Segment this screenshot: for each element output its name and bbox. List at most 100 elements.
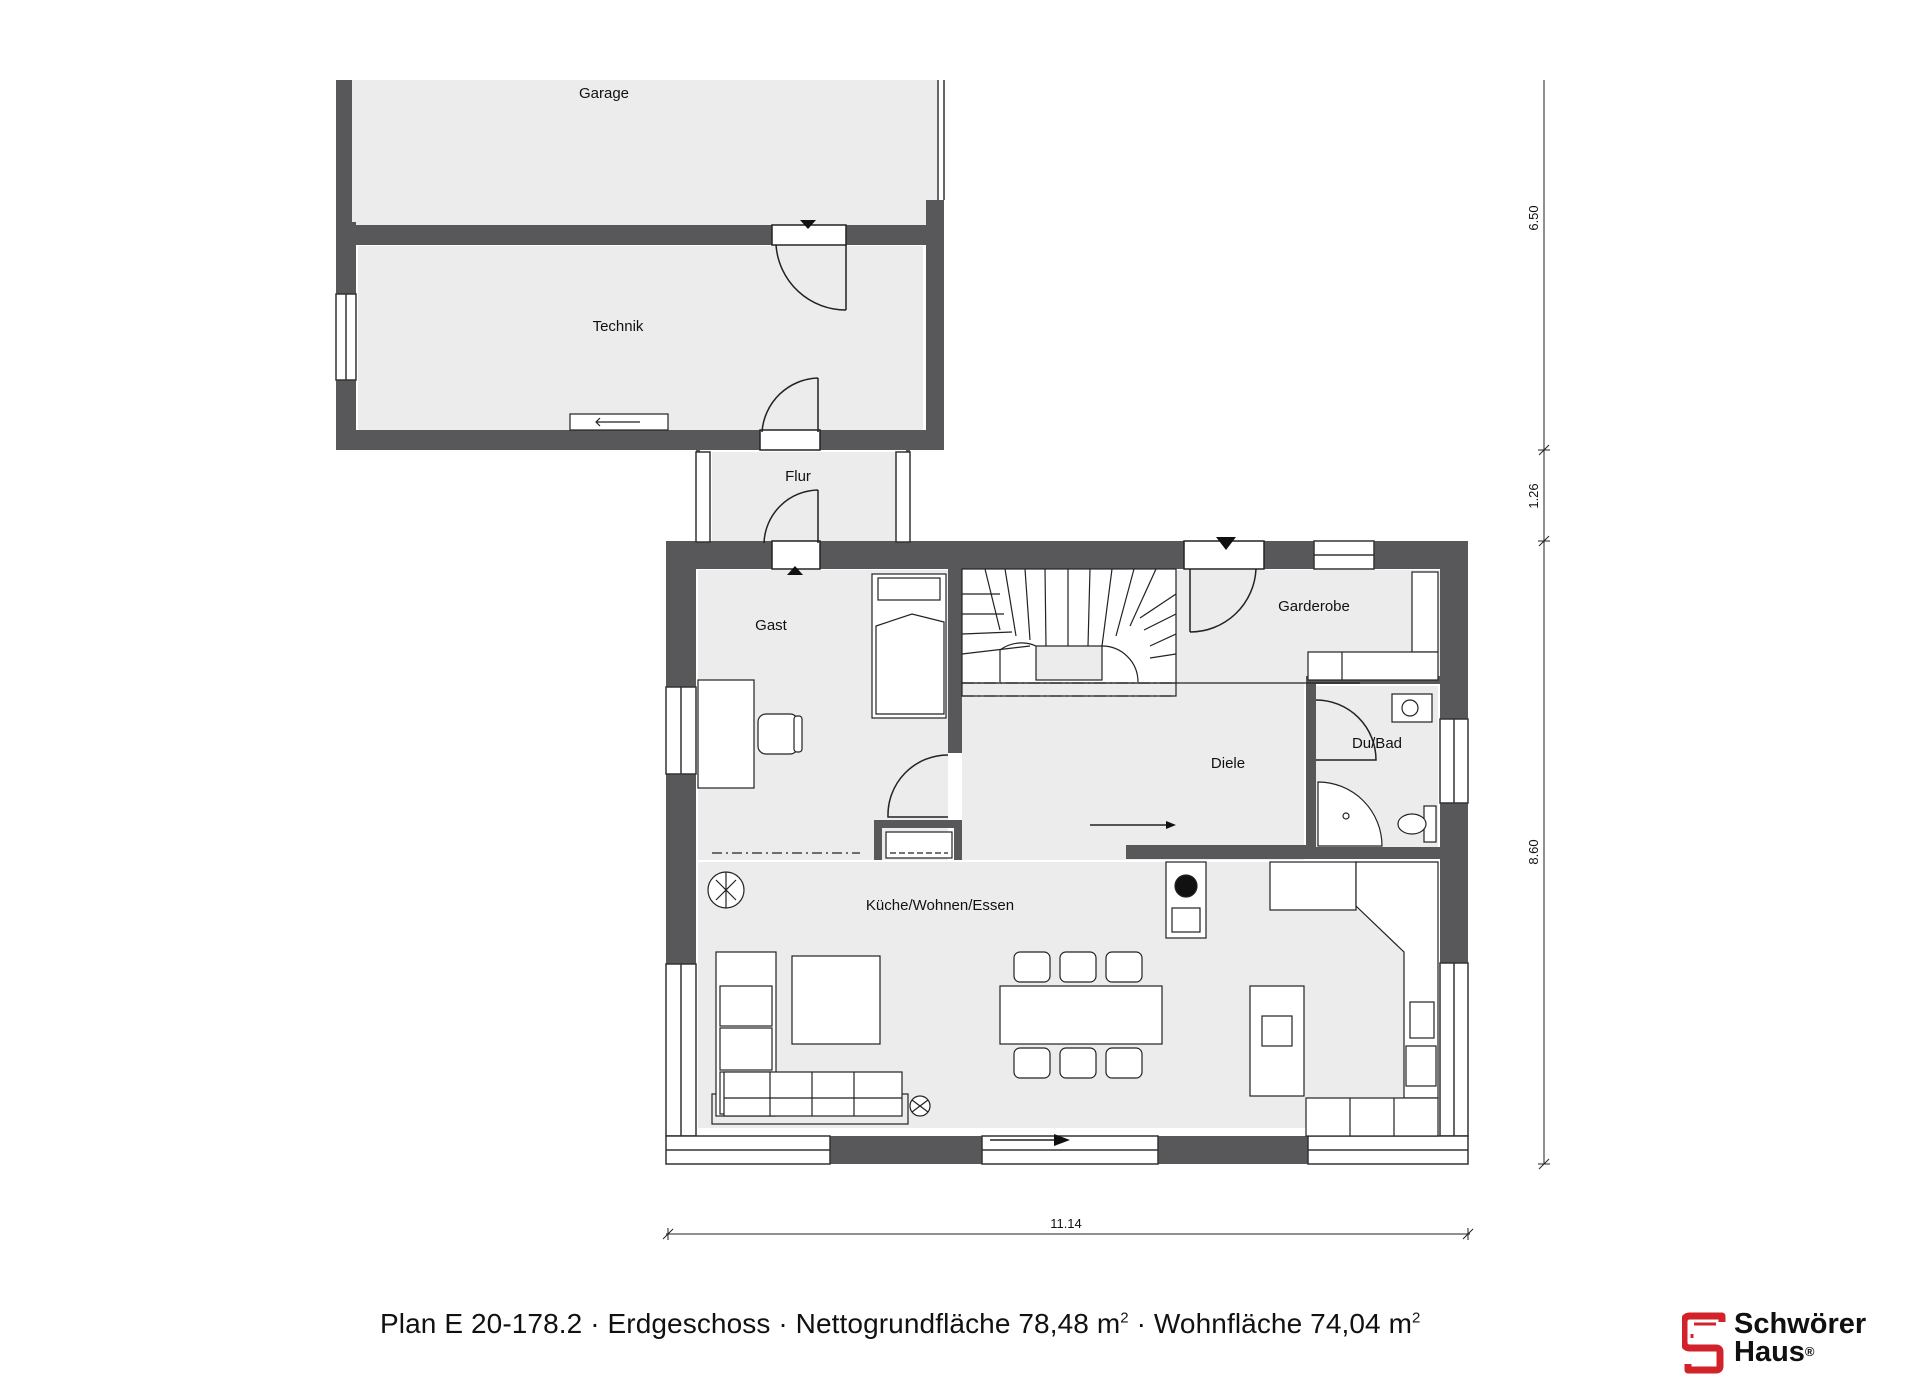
wall [1440,803,1468,963]
staircase [961,568,1360,697]
wall [948,569,962,753]
separator: · [582,1308,608,1339]
schwoerer-haus-logo: Schwörer Haus® [1682,1310,1902,1378]
entrance-arrow [1216,537,1236,550]
windows [335,80,1469,1165]
wall [830,1136,982,1164]
dimension-label-middle: 1.26 [1526,483,1541,508]
room-label-gast: Gast [755,617,788,634]
logo-haus: Haus [1734,1336,1805,1368]
flow-arrow [595,417,640,427]
chair [1059,1047,1097,1079]
plant-icon [707,871,745,909]
door-swing [763,489,819,544]
doors [759,220,1377,1146]
technik-floor [358,246,923,430]
basin-bowl [1401,699,1419,717]
wall [820,430,944,450]
kitchen-lower [1305,1097,1439,1137]
dimension-label-horizontal: 11.14 [1050,1216,1082,1231]
door-arrow [787,566,803,575]
desk [697,679,755,789]
furniture [569,413,1439,1137]
sofa-long [723,1071,903,1117]
desk-chair [757,713,799,755]
chair [1013,951,1051,983]
wall [666,774,696,964]
wood-box [1171,907,1201,933]
stove-fire [1174,874,1198,898]
window [895,451,911,543]
cooktop [1405,1045,1437,1087]
door[interactable] [771,224,847,246]
room-label-dusche-bad: Du/Bad [1352,735,1402,752]
wall [666,541,696,687]
chair [1059,951,1097,983]
registered-mark: ® [1804,1344,1815,1359]
superscript: 2 [1412,1309,1421,1327]
wall [846,225,926,245]
plan-number: Plan E 20-178.2 [380,1308,583,1339]
bench [1307,651,1439,681]
dimension-lines [662,80,1550,1240]
window [695,451,711,543]
room-label-kueche-wohnen-essen: Küche/Wohnen/Essen [866,897,1014,914]
logo-s-icon [1682,1312,1726,1374]
plan-caption: Plan E 20-178.2 · Erdgeschoss · Nettogru… [380,1308,1420,1340]
wall [1158,1136,1308,1164]
garage-floor [352,80,937,225]
door-arrow [800,220,816,229]
wall [926,200,944,450]
sliding-door-arrow [1054,1134,1070,1146]
shower-drain [1342,812,1350,820]
kitchen-island-top [1269,861,1357,911]
wall [874,820,962,828]
pillow [877,577,941,601]
door-swing [1189,568,1257,633]
blanket [875,613,945,715]
shower-tray [1317,781,1383,847]
plant-icon [909,1095,931,1117]
wall [336,80,352,222]
dimension-label-bottom: 8.60 [1526,839,1541,864]
living-area: Wohnfläche 74,04 m [1153,1308,1413,1339]
wall [336,222,356,294]
coffee-table [791,955,881,1045]
separator: · [1128,1308,1154,1339]
sofa-seat [719,1027,773,1071]
closet [885,831,953,859]
logo-text: Schwörer Haus® [1734,1310,1866,1368]
sofa-seat [719,985,773,1027]
room-label-flur: Flur [785,468,811,485]
wall [1440,541,1468,719]
room-labels: Garage Technik Flur Gast Garderobe Du/Ba… [579,85,1402,914]
chair [1013,1047,1051,1079]
room-label-garage: Garage [579,85,629,102]
logo-line2: Haus® [1734,1336,1866,1368]
wall [1264,541,1314,569]
chair [1105,1047,1143,1079]
dimension-labels: 6.50 1.26 8.60 11.14 [1050,205,1541,1231]
sliding-door-arrow [1166,821,1176,829]
door[interactable] [759,429,821,451]
wall [1306,676,1316,858]
dining-table [999,985,1163,1045]
superscript: 2 [1120,1309,1129,1327]
wall [820,541,1184,569]
wall [336,430,760,450]
separator: · [770,1308,796,1339]
wall [954,820,962,860]
wall [1126,845,1306,859]
room-label-technik: Technik [593,318,644,335]
flur-floor [712,452,897,544]
room-label-garderobe: Garderobe [1278,598,1350,615]
dimension-label-top: 6.50 [1526,205,1541,230]
door[interactable] [771,540,821,570]
floor-name: Erdgeschoss [607,1308,771,1339]
oven [1261,1015,1293,1047]
door-swing [1315,699,1377,761]
wall [874,820,882,860]
room-label-diele: Diele [1211,755,1245,772]
toilet-bowl [1397,813,1427,835]
